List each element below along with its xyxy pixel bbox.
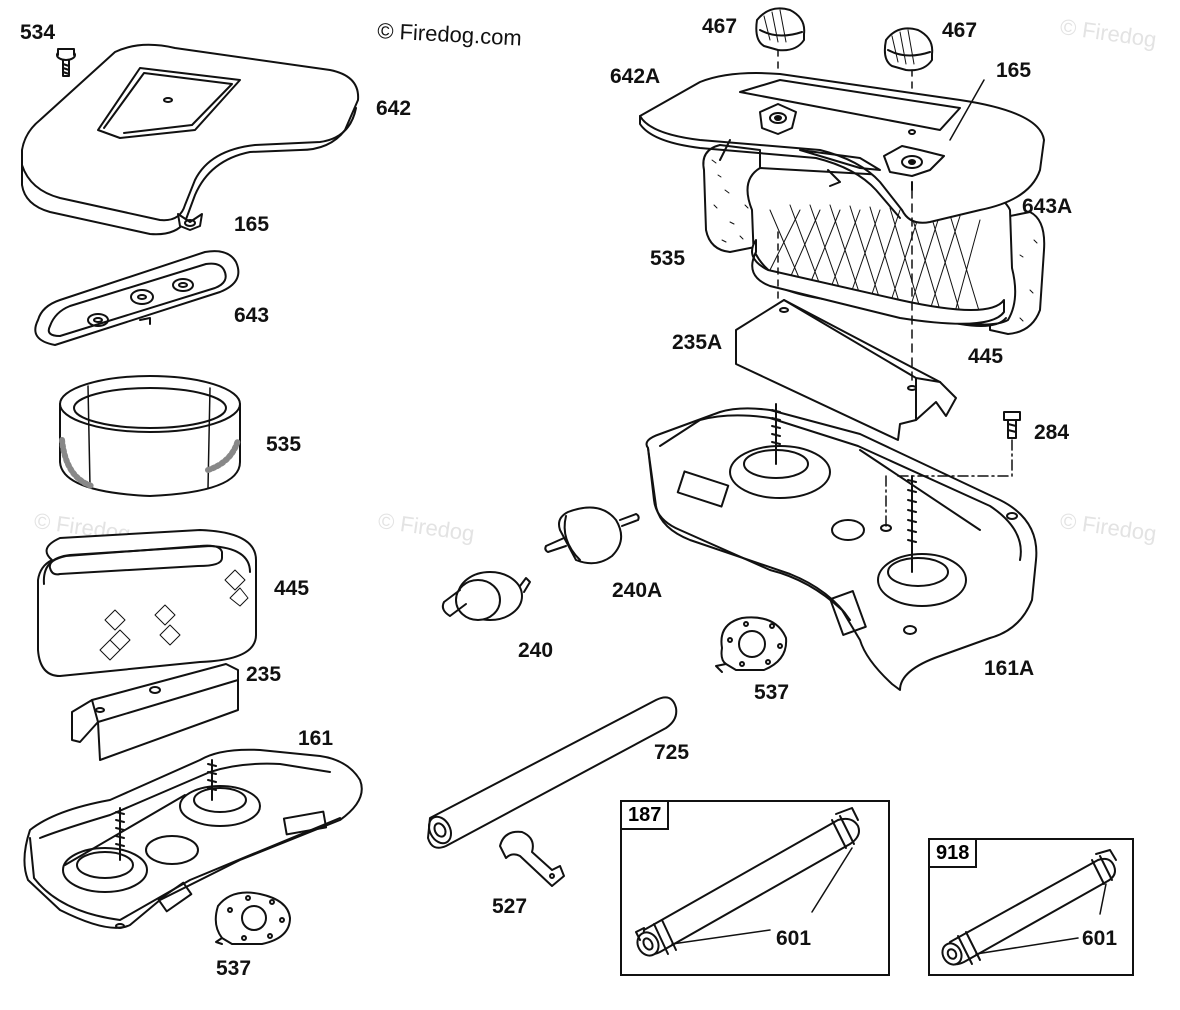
kit-187-tag: 187 [620, 800, 670, 830]
filter-445-part [37, 529, 257, 677]
callout-642A: 642A [610, 65, 661, 88]
callout-643A: 643A [1022, 195, 1073, 218]
mesh-pattern [99, 569, 249, 661]
callout-527: 527 [492, 895, 528, 918]
cover-642A-part [639, 72, 1045, 224]
precleaner-535-part [59, 375, 241, 497]
base-161A-part [645, 403, 1038, 691]
gasket-537-left-part [214, 891, 291, 945]
callout-643: 643 [234, 304, 270, 327]
gasket-537-right-part [715, 616, 788, 673]
callout-445: 445 [968, 345, 1004, 368]
precleaner-535-right-part [751, 239, 1005, 325]
callout-467: 467 [702, 15, 738, 38]
callout-467: 467 [942, 19, 978, 42]
callout-535: 535 [650, 247, 686, 270]
tube-725-part [427, 696, 678, 849]
filter-pleats [769, 204, 981, 315]
callout-240A: 240A [612, 579, 663, 602]
screw-534-part [56, 48, 76, 77]
callout-534: 534 [20, 21, 56, 44]
callout-601: 601 [776, 927, 812, 950]
callout-235: 235 [246, 663, 282, 686]
bracket-235A-part [735, 189, 957, 441]
callout-161A: 161A [984, 657, 1035, 680]
callout-535: 535 [266, 433, 302, 456]
callout-161: 161 [298, 727, 334, 750]
callout-235A: 235A [672, 331, 723, 354]
wing-nut-165-part [177, 213, 203, 231]
callout-284: 284 [1034, 421, 1070, 444]
fuel-filter-240-part [441, 571, 531, 621]
callout-537: 537 [754, 681, 790, 704]
cover-642-part [21, 43, 360, 236]
callout-537: 537 [216, 957, 252, 980]
kit-187-tube-part [635, 807, 860, 957]
knob-467-left-part [755, 7, 806, 111]
callout-445: 445 [274, 577, 310, 600]
callout-165: 165 [996, 59, 1032, 82]
callout-725: 725 [654, 741, 690, 764]
fuel-filter-240A-part [544, 506, 640, 565]
callout-601: 601 [1082, 927, 1118, 950]
kit-918-box: 918 [928, 838, 1134, 976]
leader-284 [885, 439, 1013, 527]
kit-187-box: 187 [620, 800, 890, 976]
callout-165: 165 [234, 213, 270, 236]
callout-642: 642 [376, 97, 412, 120]
bracket-235-part [71, 663, 239, 761]
plate-643-part [34, 250, 240, 346]
callout-240: 240 [518, 639, 554, 662]
kit-918-tube-part [941, 849, 1117, 966]
clamp-527-part [499, 830, 565, 887]
bolt-284-part [1003, 411, 1021, 439]
base-161-part [23, 748, 363, 929]
kit-918-tag: 918 [928, 838, 978, 868]
